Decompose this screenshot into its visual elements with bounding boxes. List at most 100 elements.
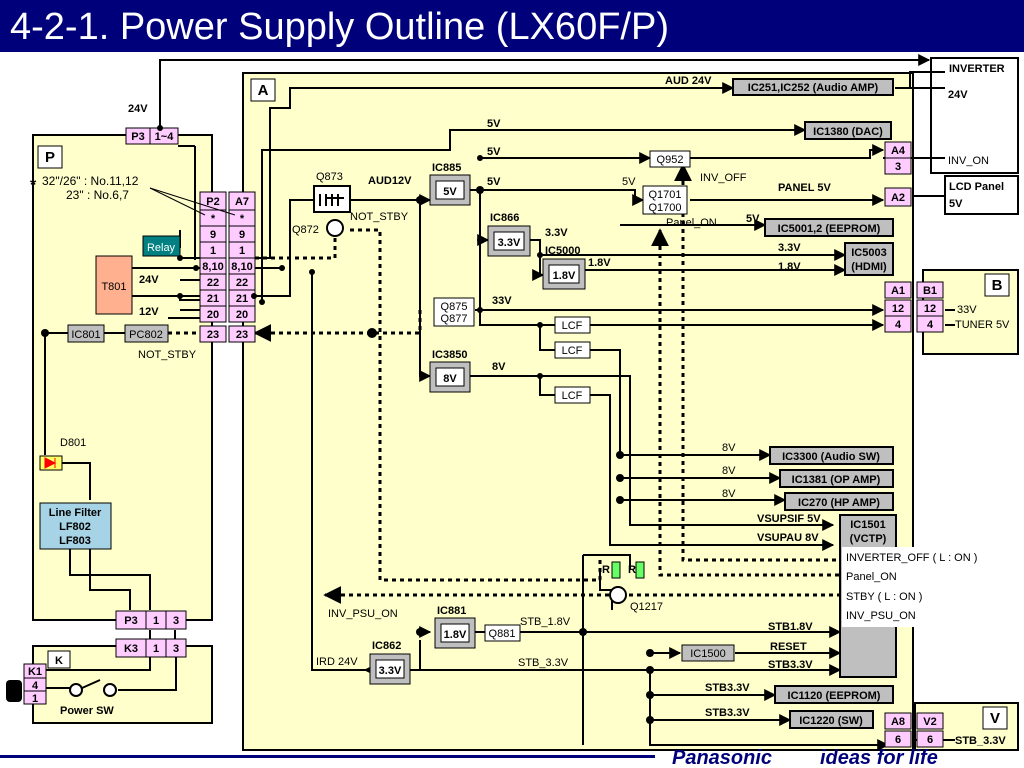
ic5003-l1: IC5003 (851, 247, 886, 259)
board-v-label: V (990, 710, 1000, 727)
lbl-5v-b: 5V (487, 176, 501, 188)
k1-name: K1 (28, 666, 42, 678)
lbl-vsupau: VSUPAU 8V (757, 532, 819, 544)
note-line-1: 32"/26" : No.11,12 (42, 174, 139, 188)
p-24v-top: 24V (128, 103, 148, 115)
line-filter-l1: Line Filter (49, 507, 102, 519)
net-labels: AUD 24V 5V 5V 5V 5V INV_OFF PANEL 5V Pan… (316, 75, 1010, 747)
lbl-b-33v: 33V (957, 304, 977, 316)
transistor-q1217-icon (609, 586, 627, 604)
ic862-name: IC862 (372, 640, 401, 652)
lbl-5v-a: 5V (487, 146, 501, 158)
p2-pin-6: 20 (207, 309, 219, 321)
note-line-2: 23" : No.6,7 (66, 188, 129, 202)
t801-box (95, 255, 133, 315)
b1-pin-1: 4 (927, 319, 934, 331)
v2-pin-0: 6 (927, 734, 933, 746)
q872-label: Q872 (292, 224, 319, 236)
p3-bottom-pin-1: 3 (173, 615, 179, 627)
t801-label: T801 (101, 281, 126, 293)
p2-pin-3: 8,10 (202, 261, 223, 273)
lbl-stb18v: STB1.8V (768, 621, 813, 633)
ic1501-sig-2: STBY ( L : ON ) (846, 591, 922, 603)
a7-pin-7: 23 (236, 329, 248, 341)
board-k-tag (47, 650, 71, 669)
lbl-18v-b: 1.8V (778, 261, 801, 273)
p2-pin-1: 9 (210, 229, 216, 241)
p-out-24v: 24V (139, 274, 159, 286)
lbl-8v-b: 8V (722, 465, 736, 477)
a8-name: A8 (891, 716, 905, 728)
switch-contact-icon (69, 683, 83, 697)
lbl-vsupsif: VSUPSIF 5V (757, 513, 821, 525)
p3-top-name: P3 (131, 131, 144, 143)
page-title: 4-2-1. Power Supply Outline (LX60F/P) (10, 6, 669, 48)
ic5003-l2: (HDMI) (851, 261, 887, 273)
relay-box (142, 235, 181, 257)
line-filter-box (39, 502, 112, 550)
p2-pin-4: 22 (207, 277, 219, 289)
ic251-label: IC251,IC252 (Audio AMP) (748, 82, 879, 94)
ic5000-out: 1.8V (553, 270, 576, 282)
footer-slogan: ideas for life (820, 747, 938, 768)
lbl-5v-eeprom: 5V (746, 213, 760, 225)
q1217-label: Q1217 (630, 601, 663, 613)
p3-bottom-name: P3 (124, 615, 137, 627)
lbl-aud24v: AUD 24V (665, 75, 712, 87)
lcf1-label: LCF (562, 320, 583, 332)
switch-contact-icon (103, 683, 117, 697)
q881-label: Q881 (489, 628, 516, 640)
aud12v-label: AUD12V (368, 175, 412, 187)
connector-p3-top: P3 1~4 (125, 127, 179, 145)
ic5000-name: IC5000 (545, 245, 580, 257)
connector-a8: A8 6 (884, 712, 912, 748)
ic1501-l1: IC1501 (850, 519, 885, 531)
lbl-5v-dac: 5V (487, 118, 501, 130)
k1-pin-1: 1 (32, 693, 38, 705)
q881-box (484, 624, 521, 642)
connector-v2: V2 6 (916, 712, 944, 748)
ic1220-box (789, 710, 874, 729)
board-b-label: B (992, 277, 1003, 294)
control-lines (168, 163, 840, 604)
ic3850-out: 8V (443, 373, 457, 385)
lbl-ird24v: IRD 24V (316, 656, 358, 668)
lbl-stb18: STB_1.8V (520, 616, 571, 628)
ic1501-sig-1: Panel_ON (846, 571, 897, 583)
ic251-box (732, 78, 894, 96)
a7-pin-6: 20 (236, 309, 248, 321)
a8-pin-0: 6 (895, 734, 901, 746)
ic1120-label: IC1120 (EEPROM) (788, 690, 881, 702)
p2-pin-0: * (211, 213, 216, 225)
transistor-q872-icon (326, 219, 344, 237)
lbl-stb33v: STB3.3V (768, 659, 813, 671)
ic270-label: IC270 (HP AMP) (798, 497, 880, 509)
lcf2-box (554, 341, 591, 359)
p2-pin-2: 1 (210, 245, 216, 257)
connector-a7: A7 * 9 1 8,10 22 21 20 23 (228, 191, 256, 343)
r1-label: R (602, 564, 610, 576)
board-v-tag (982, 706, 1008, 730)
a-small-components: Q873 Q872 AUD12V NOT_STBY Q952 Q1701 Q17… (292, 150, 735, 662)
relay-label: Relay (147, 242, 176, 254)
footer-brand: Panasonic (672, 747, 772, 768)
p-not-stby: NOT_STBY (138, 349, 197, 361)
lbl-panel-5v: PANEL 5V (778, 182, 831, 194)
board-a-label: A (258, 82, 269, 99)
q1701-box (642, 185, 688, 215)
lbl-stb33-a: STB3.3V (705, 682, 750, 694)
line-filter-l2: LF802 (59, 521, 91, 533)
lbl-stb33-b: STB3.3V (705, 707, 750, 719)
p3-top-pins: 1~4 (155, 131, 175, 143)
ic5003-box (844, 242, 894, 276)
ic862-out: 3.3V (379, 665, 402, 677)
a1-name: A1 (891, 285, 905, 297)
q1700-label: Q1700 (648, 202, 681, 214)
a1-pin-0: 12 (892, 303, 904, 315)
p2-pin-5: 21 (207, 293, 219, 305)
ic3850-name: IC3850 (432, 349, 467, 361)
lbl-inv-off: INV_OFF (700, 172, 747, 184)
a7-pin-4: 22 (236, 277, 248, 289)
lbl-v-stb33: STB_3.3V (955, 735, 1006, 747)
q952-box (649, 150, 691, 168)
